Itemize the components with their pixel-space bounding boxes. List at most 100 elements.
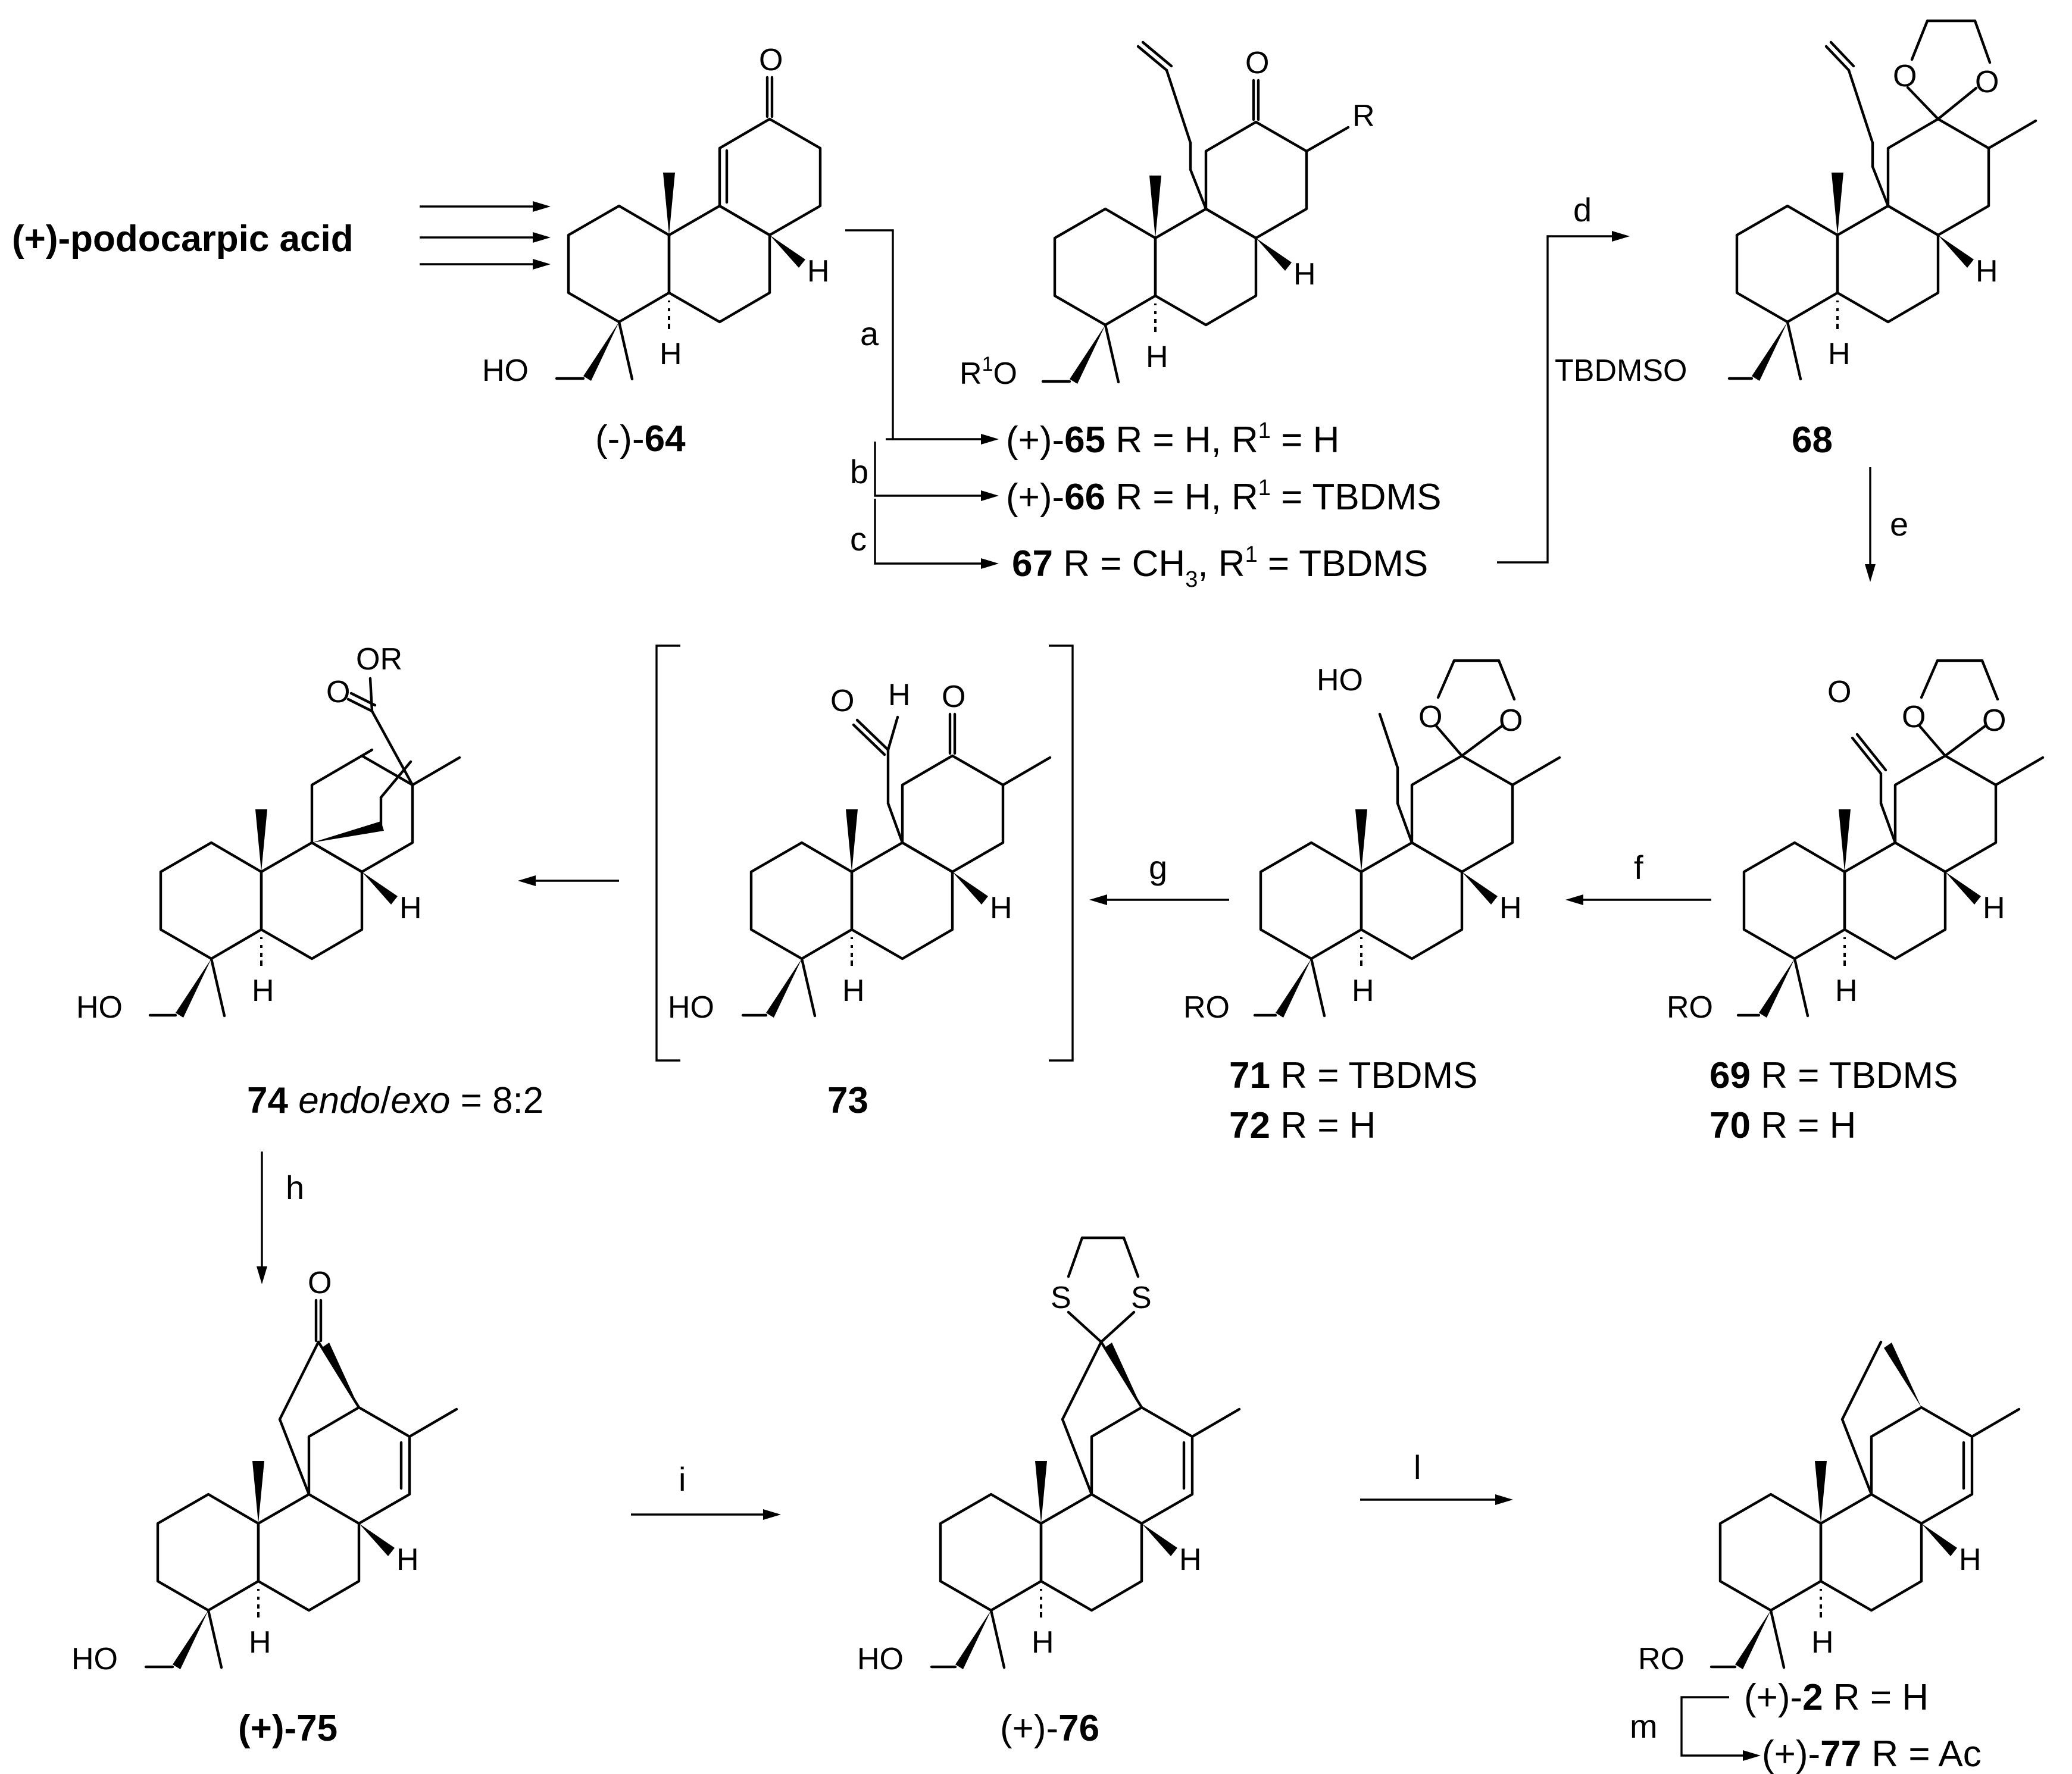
svg-text:H: H xyxy=(660,337,682,371)
compound-74-label: 74 endo/exo = 8:2 xyxy=(247,1080,543,1121)
compound-2-77-structure: H H RO xyxy=(1638,1340,2021,1676)
svg-text:H: H xyxy=(1983,891,2005,925)
svg-text:HO: HO xyxy=(76,990,123,1025)
compound-71-label: 71 R = TBDMS xyxy=(1229,1055,1478,1096)
svg-text:RO: RO xyxy=(1183,990,1230,1025)
svg-text:R: R xyxy=(1352,99,1375,133)
svg-text:O: O xyxy=(942,680,965,714)
compound-2-label: (+)-2 R = H xyxy=(1744,1677,1929,1718)
svg-text:HO: HO xyxy=(668,990,714,1025)
step-e-label: e xyxy=(1890,505,1908,543)
compound-71-72-structure: O O HO H H RO xyxy=(1183,659,1561,1025)
svg-text:H: H xyxy=(842,974,865,1008)
step-b-label: b xyxy=(850,453,868,490)
compound-68-structure: O O H H TBDMSO xyxy=(1555,19,2037,388)
svg-text:S: S xyxy=(1131,1281,1152,1315)
svg-text:O: O xyxy=(1975,65,1999,99)
step-d-label: d xyxy=(1573,191,1592,229)
svg-text:HO: HO xyxy=(71,1642,118,1676)
svg-text:H: H xyxy=(399,891,422,925)
compound-76-structure: S S H H HO xyxy=(857,1236,1241,1676)
compound-70-label: 70 R = H xyxy=(1710,1105,1856,1146)
compound-72-label: 72 R = H xyxy=(1229,1105,1376,1146)
svg-text:O: O xyxy=(1893,59,1917,93)
compound-64-structure: O H H HO xyxy=(482,43,830,388)
compound-69-label: 69 R = TBDMS xyxy=(1710,1055,1958,1096)
svg-text:H: H xyxy=(1835,974,1858,1008)
svg-text:H: H xyxy=(1828,337,1851,371)
compound-76-label: (+)-76 xyxy=(1000,1708,1099,1749)
svg-text:H: H xyxy=(1032,1625,1054,1660)
svg-text:O: O xyxy=(1982,703,2006,738)
arrow-step-h xyxy=(257,1152,267,1284)
svg-text:HO: HO xyxy=(482,353,529,388)
compound-73-label: 73 xyxy=(827,1080,868,1121)
step-a-label: a xyxy=(860,315,879,352)
compound-69-70-structure: O O O H H RO xyxy=(1667,659,2045,1025)
svg-text:O: O xyxy=(830,684,854,718)
arrow-step-m xyxy=(1680,1696,1761,1761)
svg-text:H: H xyxy=(1293,257,1316,292)
arrow-step-e xyxy=(1865,467,1876,582)
arrow-step-g xyxy=(1089,894,1229,905)
svg-text:HO: HO xyxy=(1317,663,1363,697)
svg-text:H: H xyxy=(1811,1625,1834,1660)
svg-text:RO: RO xyxy=(1667,990,1713,1025)
arrow-multistep xyxy=(420,201,551,270)
svg-text:R1O: R1O xyxy=(960,353,1017,391)
svg-text:S: S xyxy=(1051,1281,1071,1315)
compound-73-structure: O O H H H HO xyxy=(668,678,1052,1025)
svg-text:H: H xyxy=(1146,340,1168,374)
svg-text:H: H xyxy=(807,254,830,289)
step-c-label: c xyxy=(850,520,867,558)
svg-text:H: H xyxy=(1499,891,1522,925)
starting-material-label: (+)-podocarpic acid xyxy=(12,218,354,259)
compound-64-label: (-)-64 xyxy=(595,418,686,459)
svg-text:O: O xyxy=(1902,700,1926,734)
svg-text:H: H xyxy=(990,891,1012,925)
compound-75-structure: O H H HO xyxy=(71,1266,458,1676)
arrow-route-abc xyxy=(845,229,999,569)
step-g-label: g xyxy=(1149,849,1167,886)
svg-text:O: O xyxy=(326,675,350,709)
compound-75-label: (+)-75 xyxy=(238,1708,337,1749)
svg-text:H: H xyxy=(888,678,911,712)
arrow-step-l xyxy=(1360,1494,1513,1505)
svg-text:H: H xyxy=(1959,1543,1982,1577)
svg-text:OR: OR xyxy=(356,642,402,677)
svg-text:O: O xyxy=(1245,46,1269,80)
svg-text:HO: HO xyxy=(857,1642,904,1676)
compound-66-label: (+)-66 R = H, R1 = TBDMS xyxy=(1006,475,1441,518)
svg-text:H: H xyxy=(1352,974,1374,1008)
compound-65-label: (+)-65 R = H, R1 = H xyxy=(1006,418,1339,461)
arrow-step-f xyxy=(1565,894,1711,905)
compound-73-brackets xyxy=(655,644,1074,1062)
step-m-label: m xyxy=(1630,1707,1658,1745)
svg-text:H: H xyxy=(396,1543,419,1577)
arrow-73-to-74 xyxy=(518,875,619,886)
svg-text:O: O xyxy=(308,1266,332,1300)
svg-text:TBDMSO: TBDMSO xyxy=(1555,353,1687,388)
svg-text:O: O xyxy=(1827,675,1851,709)
compound-77-label: (+)-77 R = Ac xyxy=(1762,1734,1982,1774)
step-l-label: l xyxy=(1414,1448,1421,1486)
svg-text:RO: RO xyxy=(1638,1642,1685,1676)
step-h-label: h xyxy=(286,1169,304,1206)
svg-text:O: O xyxy=(1499,703,1523,738)
arrow-step-i xyxy=(631,1509,781,1520)
svg-text:O: O xyxy=(1418,700,1442,734)
compound-65-67-structure: O R H H R1O xyxy=(960,40,1375,391)
compound-67-label: 67 R = CH3, R1 = TBDMS xyxy=(1012,542,1428,592)
svg-text:O: O xyxy=(759,43,783,77)
compound-74-structure: O OR H H HO xyxy=(76,642,461,1025)
svg-text:H: H xyxy=(1976,254,1998,289)
svg-text:H: H xyxy=(252,974,274,1008)
compound-68-label: 68 xyxy=(1792,420,1833,461)
arrow-step-d xyxy=(1497,231,1630,564)
step-f-label: f xyxy=(1634,849,1643,886)
step-i-label: i xyxy=(679,1460,686,1498)
svg-text:H: H xyxy=(1179,1543,1202,1577)
svg-text:H: H xyxy=(249,1625,271,1660)
